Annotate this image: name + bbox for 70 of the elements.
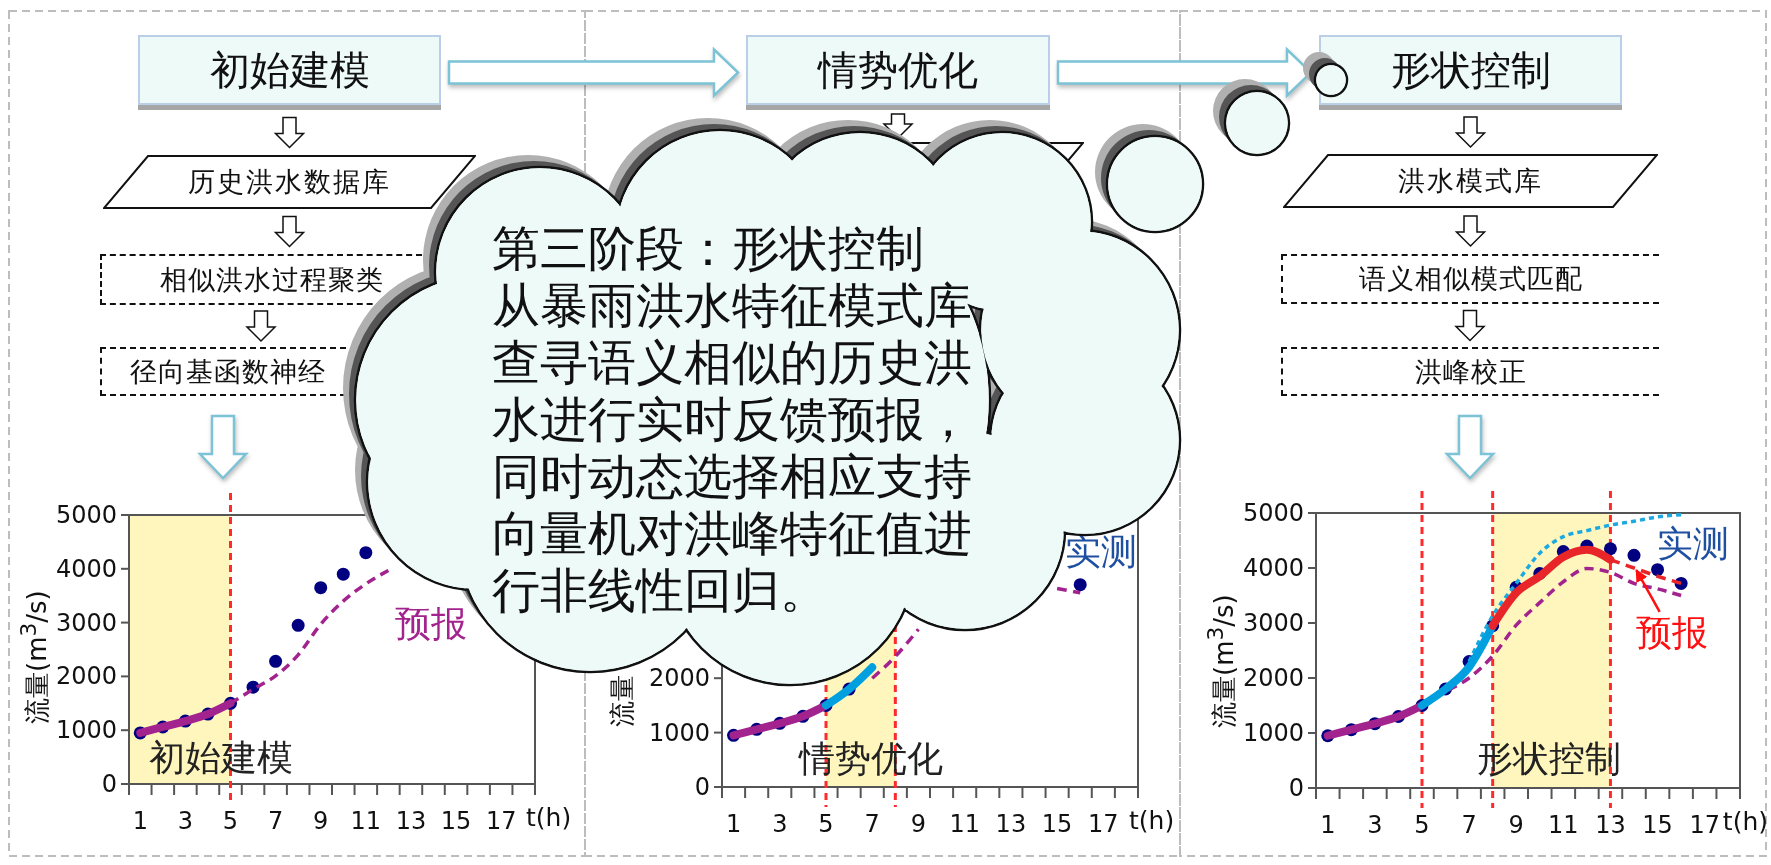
- block-arrow: [245, 310, 277, 343]
- tick-label: 7: [267, 807, 284, 835]
- callout-text: 从暴雨洪水特征模式库查寻语义相似的历史洪水进行实时反馈预报，同时动态选择相应支持向量机对洪峰特征值进行非线性回归。: [492, 277, 973, 619]
- tick-label: 9: [313, 807, 329, 835]
- block-arrow: [1454, 215, 1487, 248]
- axis-title: t(h): [1722, 807, 1768, 836]
- chart-annotation: 情势优化: [799, 738, 944, 780]
- axis-title: t(h): [1129, 806, 1175, 835]
- tick-label: 3000: [1242, 609, 1304, 637]
- process-box: 洪峰校正: [1281, 347, 1659, 396]
- tick-label: 3000: [55, 608, 117, 637]
- tick-label: 5: [222, 807, 239, 835]
- tick-label: 3: [177, 807, 194, 835]
- process-box: 相似洪水过程聚类: [100, 254, 422, 305]
- tick-label: 11: [350, 807, 382, 835]
- tick-label: 2000: [648, 664, 710, 693]
- block-arrow: [1454, 116, 1487, 149]
- axis-title: 流量: [606, 675, 638, 727]
- node-label: 历史洪水数据库: [188, 165, 391, 199]
- tick-label: 9: [1508, 811, 1524, 839]
- tick-label: 0: [101, 770, 117, 798]
- chart-annotation: 实测: [1065, 530, 1137, 572]
- tick-label: 9: [910, 810, 927, 838]
- tick-label: 1000: [55, 716, 117, 745]
- tick-label: 1: [1320, 811, 1336, 839]
- tick-label: 1000: [1242, 719, 1304, 747]
- process-box: 径向基函数神经: [100, 347, 346, 396]
- chart-annotation: 预报: [1635, 611, 1708, 653]
- tick-label: 5: [1414, 811, 1430, 839]
- block-arrow: [273, 116, 306, 149]
- tick-label: 13: [995, 810, 1027, 838]
- tick-label: 13: [395, 807, 427, 835]
- tick-label: 0: [694, 773, 710, 801]
- tick-label: 17: [485, 807, 517, 835]
- tick-label: 3: [1367, 811, 1383, 839]
- tick-label: 1: [132, 807, 148, 835]
- tick-label: 7: [864, 810, 880, 838]
- process-box: 语义相似模式匹配: [1281, 254, 1659, 304]
- tick-label: 15: [1642, 811, 1673, 839]
- tick-label: 15: [440, 807, 472, 835]
- tick-label: 4000: [55, 554, 117, 583]
- callout-heading: 第三阶段：形状控制: [492, 220, 925, 277]
- tick-label: 11: [1548, 811, 1579, 839]
- tick-label: 0: [1288, 774, 1304, 802]
- tick-label: 2000: [1242, 664, 1304, 692]
- tick-label: 5000: [1242, 499, 1304, 527]
- block-arrow: [197, 414, 249, 480]
- tick-label: 1: [725, 810, 742, 838]
- node-label: 洪水模式库: [1398, 164, 1543, 198]
- block-arrow: [1454, 309, 1486, 342]
- chart-annotation: 预报: [395, 603, 468, 645]
- block-arrow: [1444, 414, 1496, 480]
- chart-annotation: 初始建模: [149, 737, 294, 779]
- tick-label: 3: [772, 810, 788, 838]
- tick-label: 15: [1041, 810, 1073, 838]
- tick-label: 2000: [55, 662, 117, 691]
- tick-label: 11: [949, 810, 980, 838]
- block-arrow: [447, 46, 740, 99]
- tick-label: 1000: [648, 718, 710, 747]
- chart-annotation: 实测: [1656, 523, 1729, 565]
- tick-label: 4000: [1242, 554, 1304, 582]
- tick-label: 17: [1088, 810, 1119, 838]
- axis-title: t(h): [526, 803, 572, 832]
- tick-label: 17: [1689, 811, 1720, 839]
- tick-label: 5: [818, 810, 834, 838]
- chart-annotation: 形状控制: [1477, 738, 1622, 780]
- tick-label: 13: [1595, 811, 1626, 839]
- tick-label: 7: [1461, 811, 1477, 839]
- tick-label: 5000: [55, 501, 117, 529]
- block-arrow: [273, 215, 306, 248]
